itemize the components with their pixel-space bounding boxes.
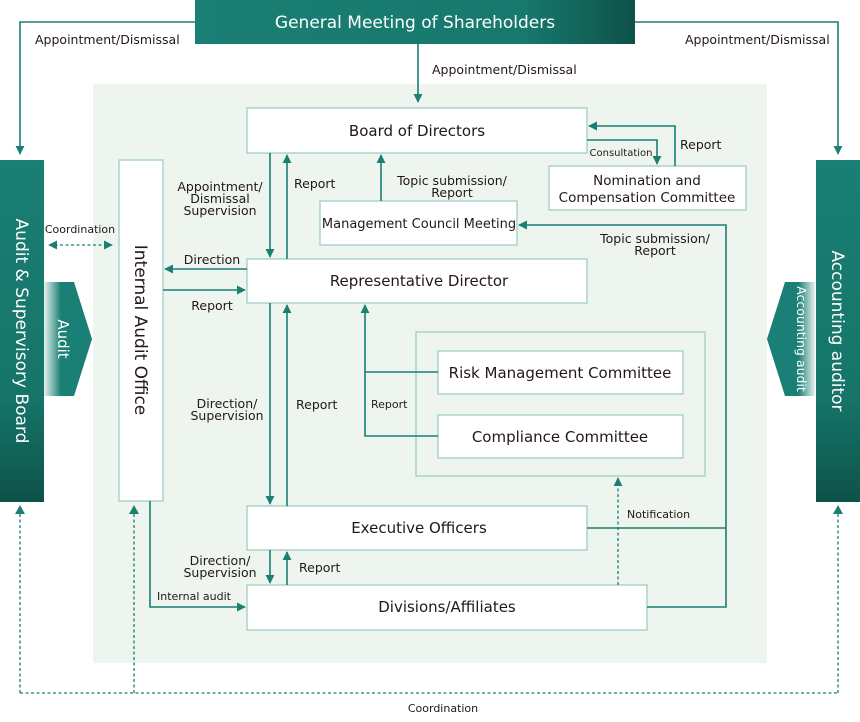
direction-label: Direction [184, 252, 240, 267]
appointment-label-left: Appointment/Dismissal [35, 32, 180, 47]
nomination-label-2: Compensation Committee [559, 190, 736, 206]
executive-node: Executive Officers [246, 505, 588, 551]
accounting-audit-tab: Accounting audit [767, 282, 815, 396]
representative-label: Representative Director [330, 272, 509, 290]
compliance-committee-node: Compliance Committee [437, 414, 684, 459]
direction-supervision-2-label-2: Supervision [183, 565, 256, 580]
appointment-label-center: Appointment/Dismissal [432, 62, 577, 77]
management-council-label: Management Council Meeting [322, 217, 516, 232]
topic-board-label-1: Topic submission/ [396, 173, 507, 188]
direction-supervision-1-label-1: Direction/ [197, 396, 258, 411]
internal-audit-arrow [149, 501, 246, 612]
appointment-arrow-right [635, 21, 843, 155]
notification-label: Notification [627, 508, 690, 521]
coordination-label-bottom: Coordination [408, 702, 478, 715]
audit-board-node: Audit & Supervisory Board [0, 160, 44, 502]
coordination-label-left: Coordination [45, 223, 115, 236]
nomination-report-arrow [588, 121, 676, 166]
direction-supervision-2-label-1: Direction/ [190, 553, 251, 568]
risk-committee-label: Risk Management Committee [449, 364, 672, 382]
topic-right-label-1: Topic submission/ [599, 231, 710, 246]
appt-supervision-label-3: Supervision [183, 203, 256, 218]
audit-tab-label: Audit [54, 319, 72, 358]
arrow-labels: Appointment/ Dismissal Supervision Repor… [157, 137, 722, 603]
internal-audit-label: Internal audit [157, 590, 232, 603]
executive-label: Executive Officers [351, 519, 487, 537]
accounting-auditor-label: Accounting auditor [827, 250, 847, 411]
report-nomination-label: Report [680, 137, 722, 152]
nomination-node: Nomination and Compensation Committee [548, 165, 747, 211]
appointment-arrow-left [15, 21, 195, 155]
divisions-node: Divisions/Affiliates [246, 584, 648, 631]
vertical-arrows [265, 153, 438, 585]
report-committees-label: Report [371, 398, 408, 411]
risk-committee-node: Risk Management Committee [437, 350, 684, 395]
topic-board-label-2: Report [431, 185, 473, 200]
consultation-arrow [587, 139, 662, 165]
divisions-label: Divisions/Affiliates [378, 598, 516, 616]
shareholders-node: General Meeting of Shareholders [195, 0, 635, 44]
topic-submission-arrow [518, 220, 727, 608]
compliance-committee-label: Compliance Committee [472, 428, 648, 446]
appt-supervision-label-1: Appointment/ [177, 179, 263, 194]
report-iao-label: Report [191, 298, 233, 313]
shareholders-label: General Meeting of Shareholders [275, 13, 555, 33]
consultation-label: Consultation [590, 148, 653, 159]
direction-supervision-1-label-2: Supervision [190, 408, 263, 423]
appt-supervision-label-2: Dismissal [190, 191, 249, 206]
nomination-label-1: Nomination and [593, 173, 701, 189]
report-board-label: Report [294, 176, 336, 191]
accounting-auditor-node: Accounting auditor [816, 160, 860, 502]
audit-tab: Audit [44, 282, 92, 396]
committees-group [415, 331, 706, 477]
management-council-node: Management Council Meeting [319, 200, 518, 246]
board-label: Board of Directors [349, 122, 485, 140]
internal-audit-office-node: Internal Audit Office [118, 159, 164, 502]
topic-right-label-2: Report [634, 243, 676, 258]
board-node: Board of Directors [246, 107, 588, 154]
audit-board-label: Audit & Supervisory Board [11, 219, 31, 444]
report-exec-label: Report [299, 560, 341, 575]
coordination-lines-bottom [19, 506, 839, 694]
accounting-audit-tab-label: Accounting audit [794, 286, 809, 392]
representative-node: Representative Director [246, 258, 588, 304]
appointment-label-right: Appointment/Dismissal [685, 32, 830, 47]
internal-audit-office-label: Internal Audit Office [130, 245, 150, 416]
report-rep-label: Report [296, 397, 338, 412]
